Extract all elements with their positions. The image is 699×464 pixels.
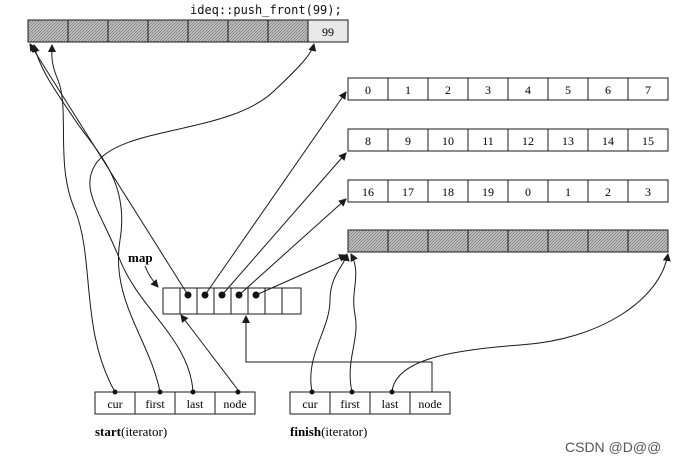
map-to-row1-arrow [204, 91, 347, 296]
start-cur-arrow [47, 44, 116, 393]
start-field-node: node [223, 397, 246, 411]
finish-field-cur: cur [302, 397, 317, 411]
finish-pointers [242, 253, 671, 393]
finish-label-bold: finish [290, 424, 322, 439]
buffer-cell-value: 3 [485, 83, 491, 97]
buffer-row-2: 8 9 10 11 12 13 14 15 [347, 128, 669, 152]
buffer-cell-value: 0 [365, 83, 371, 97]
map-to-row2-arrow [221, 152, 347, 296]
buffer-cell-value: 11 [482, 134, 494, 148]
map-label-arrow [144, 265, 159, 288]
buffer-cell-value: 4 [525, 83, 531, 97]
map-to-bottom-buffer-arrow [255, 254, 347, 296]
finish-field-first: first [340, 397, 360, 411]
start-first-arrow [31, 44, 161, 393]
buffer-cell-value: 12 [522, 134, 534, 148]
buffer-cell-value: 14 [602, 134, 614, 148]
buffer-cell-value: 8 [365, 134, 371, 148]
start-field-cur: cur [107, 397, 122, 411]
map-pointers [29, 43, 347, 296]
finish-cur-arrow [310, 253, 350, 393]
buffer-cell-value: 1 [565, 185, 571, 199]
buffer-cell [627, 179, 669, 203]
buffer-cell [627, 128, 669, 152]
buffer-cell [627, 77, 669, 101]
finish-iterator-label: finish(iterator) [290, 424, 367, 439]
buffer-row-1: 0 1 2 3 4 5 6 7 [347, 77, 669, 101]
start-iterator-label: start(iterator) [95, 424, 167, 439]
start-field-first: first [145, 397, 165, 411]
buffer-cell-value: 0 [525, 185, 531, 199]
top-buffer: 99 [27, 19, 349, 43]
buffer-cell-value: 10 [442, 134, 454, 148]
buffer-cell-value: 6 [605, 83, 611, 97]
map-to-row3-arrow [238, 198, 347, 296]
buffer-cell-value: 16 [362, 185, 374, 199]
buffer-cell-value: 3 [645, 185, 651, 199]
buffer-cell-value: 7 [645, 83, 651, 97]
buffer-cell-value: 5 [565, 83, 571, 97]
finish-label-rest: (iterator) [321, 424, 367, 439]
finish-field-last: last [382, 397, 399, 411]
start-iterator: cur first last node [94, 389, 256, 415]
map-array [162, 287, 302, 315]
top-buffer-value: 99 [322, 25, 334, 39]
start-field-last: last [187, 397, 204, 411]
code-caption: ideq::push_front(99); [190, 3, 342, 17]
finish-last-arrow [391, 253, 671, 393]
map-label: map [128, 250, 153, 265]
buffer-cell-value: 17 [402, 185, 414, 199]
buffer-cell-value: 13 [562, 134, 574, 148]
start-label-rest: (iterator) [121, 424, 167, 439]
buffer-cell-value: 18 [442, 185, 454, 199]
buffer-cell-value: 15 [642, 134, 654, 148]
buffer-cell-value: 9 [405, 134, 411, 148]
start-pointers [31, 43, 317, 393]
finish-iterator: cur first last node [289, 389, 451, 415]
bottom-buffer [347, 229, 669, 253]
watermark: CSDN @D@@ [565, 439, 661, 455]
finish-node-arrow [242, 315, 433, 392]
buffer-cell-value: 19 [482, 185, 494, 199]
finish-first-arrow [349, 253, 358, 393]
start-last-arrow [89, 43, 317, 393]
buffer-cell-value: 2 [605, 185, 611, 199]
buffer-cell-value: 1 [405, 83, 411, 97]
start-node-arrow [180, 314, 239, 391]
buffer-cell-value: 2 [445, 83, 451, 97]
finish-field-node: node [418, 397, 441, 411]
top-buffer-value-cell [307, 19, 349, 43]
buffer-row-3: 16 17 18 19 0 1 2 3 [347, 179, 669, 203]
start-label-bold: start [95, 424, 122, 439]
start-node-dot [235, 389, 241, 395]
